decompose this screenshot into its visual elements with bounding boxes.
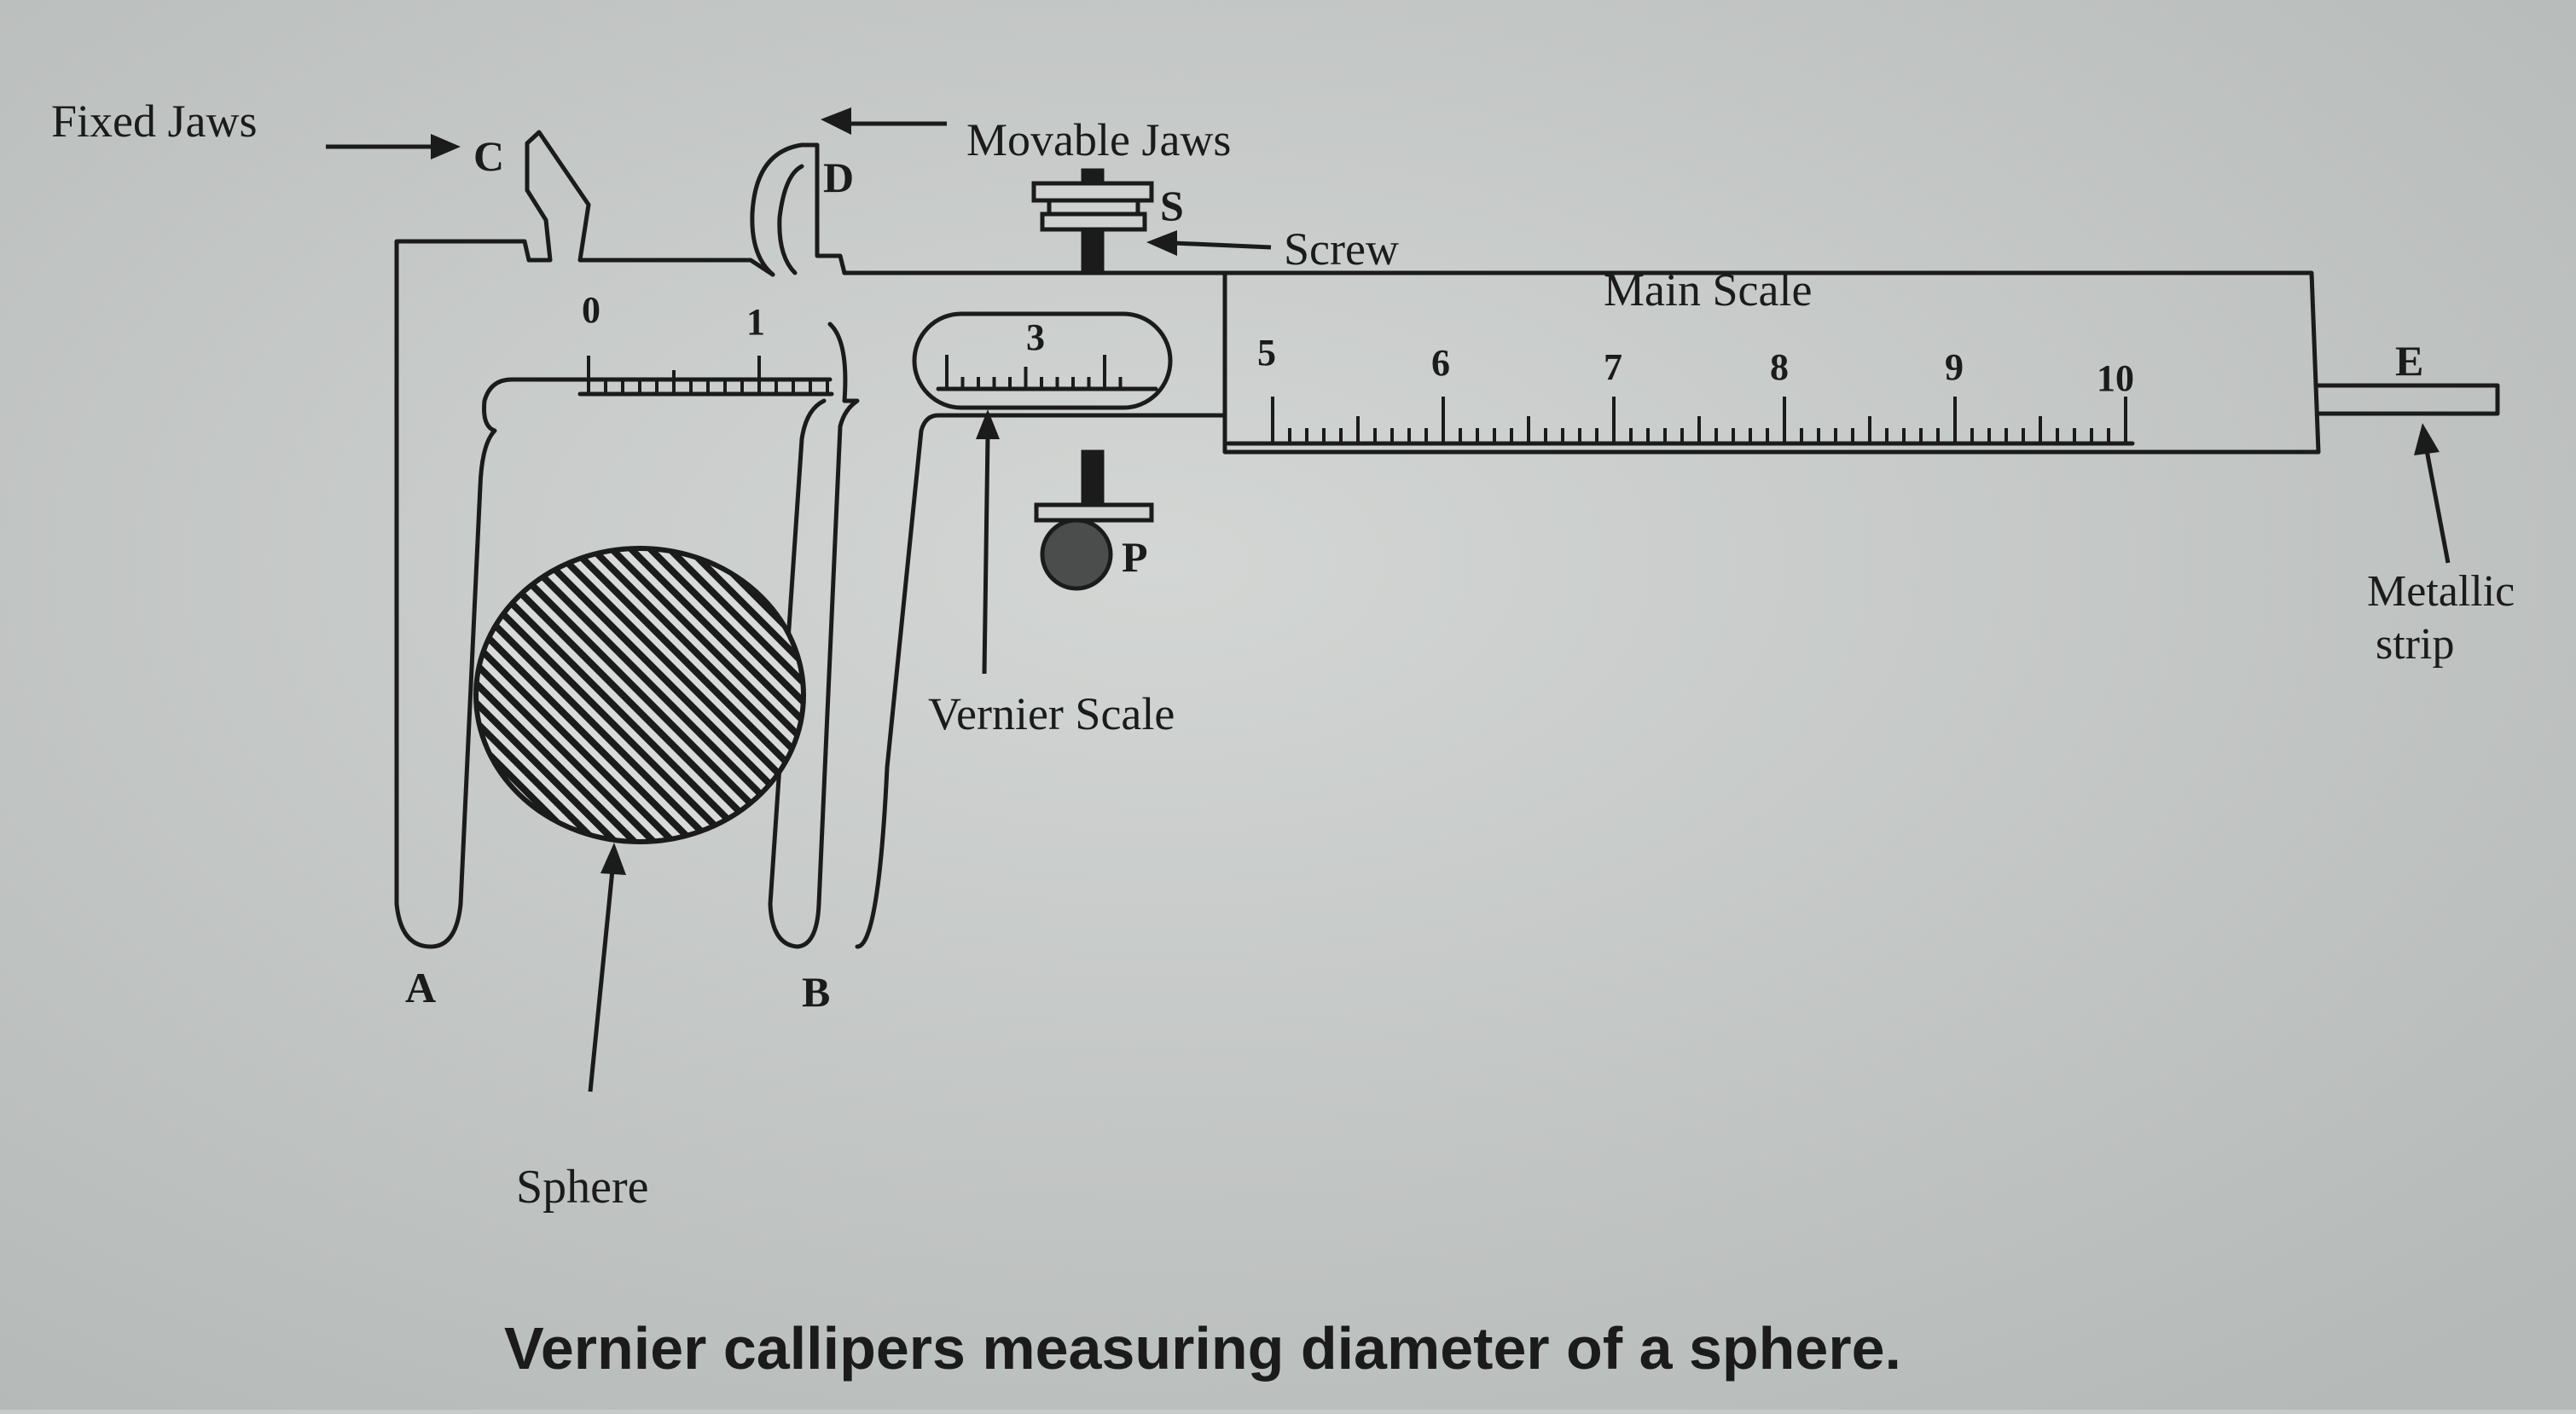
vernier-scale-label: Vernier Scale	[928, 688, 1175, 739]
movable-jaw-d-outline	[750, 142, 847, 277]
letter-s: S	[1160, 182, 1184, 229]
fixed-body-outline	[394, 130, 2321, 949]
fixed-scale-ticks	[587, 356, 829, 394]
letter-d: D	[823, 154, 854, 201]
main-scale-label: Main Scale	[1604, 264, 1812, 316]
sphere-arrow	[588, 869, 615, 1092]
main-scale-number-6: 6	[1431, 342, 1450, 384]
movable-jaws-label: Movable Jaws	[966, 114, 1231, 165]
main-scale-number-10: 10	[2097, 357, 2134, 399]
metallic-strip-label-line1: Metallic	[2367, 567, 2515, 616]
vernier-number-3: 3	[1026, 316, 1045, 358]
sphere-shape	[473, 546, 806, 844]
screw-assembly	[1031, 168, 1154, 591]
movable-jaw-d-inner	[777, 164, 804, 275]
main-scale-ticks	[1271, 397, 2127, 443]
letter-c: C	[473, 132, 504, 180]
letter-b: B	[802, 968, 830, 1016]
main-scale-number-0: 0	[582, 289, 600, 331]
vernier-slider-frame	[842, 270, 1227, 418]
sphere-label: Sphere	[516, 1161, 649, 1214]
metallic-strip-arrowhead	[2414, 423, 2440, 455]
main-scale-number-1: 1	[746, 301, 765, 343]
movable-jaws-arrowhead	[821, 107, 851, 135]
vernier-scale-ticks	[945, 355, 1123, 389]
fixed-jaws-arrowhead	[431, 134, 461, 159]
screw-arrow	[1173, 240, 1272, 250]
metallic-strip-label-line2: strip	[2376, 620, 2454, 669]
vernier-scale-arrowhead	[976, 409, 1000, 439]
fixed-jaws-label: Fixed Jaws	[51, 96, 258, 147]
main-scale-number-5: 5	[1257, 332, 1276, 374]
metallic-strip-outline	[2316, 383, 2500, 416]
figure-caption: Vernier callipers measuring diameter of …	[504, 1315, 1901, 1382]
letter-p: P	[1122, 533, 1148, 581]
vernier-scale-arrow	[982, 434, 990, 675]
metallic-strip-arrow	[2424, 449, 2451, 564]
letter-e: E	[2395, 337, 2423, 385]
main-scale-number-9: 9	[1945, 346, 1964, 388]
main-scale-number-7: 7	[1604, 346, 1622, 388]
screw-arrowhead	[1146, 230, 1177, 256]
vernier-slider-edge	[768, 322, 860, 949]
letter-a: A	[405, 964, 436, 1011]
main-scale-number-8: 8	[1770, 346, 1789, 388]
screw-label: Screw	[1284, 223, 1399, 275]
sphere-arrowhead	[600, 843, 626, 875]
vernier-window	[912, 311, 1173, 410]
knob-p	[1040, 518, 1113, 591]
